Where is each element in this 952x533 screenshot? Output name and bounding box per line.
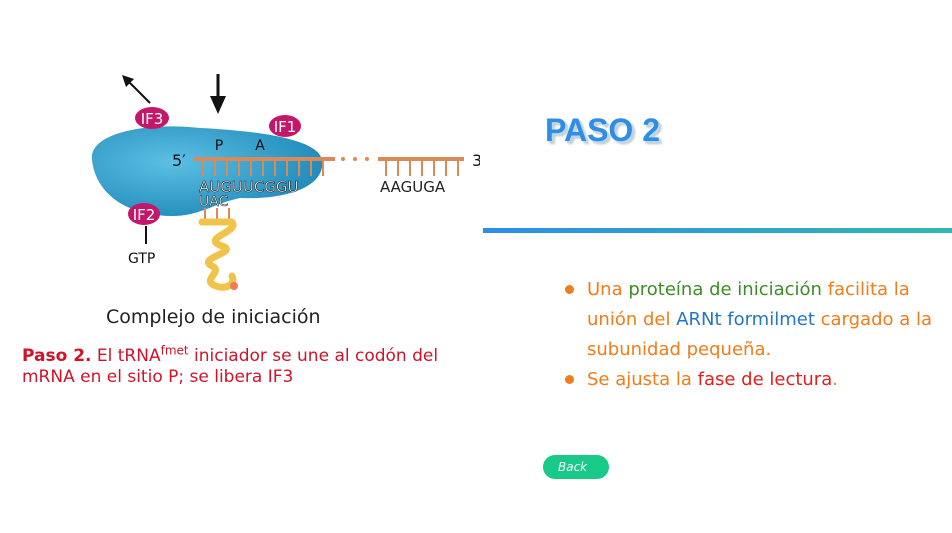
bullet-item: Se ajusta la fase de lectura. (565, 365, 945, 395)
anticodon-label: UAC (199, 194, 229, 210)
back-button[interactable]: Back (543, 455, 609, 479)
trna-molecule (198, 208, 238, 291)
site-p-label: P (215, 138, 223, 154)
if3-factor: IF3 (135, 107, 169, 129)
step-text-2: iniciador se une al codón del mRNA en el… (22, 346, 439, 387)
mrna-sequence: AUGUUCGGU (199, 178, 299, 196)
release-arrow-icon (122, 75, 151, 104)
step-description: Paso 2. El tRNAfmet iniciador se une al … (22, 343, 482, 388)
bullet-text: cargado a la subunidad pequeña. (587, 309, 933, 360)
bullet-highlight: ARNt formilmet (676, 309, 815, 330)
bullet-text: Se ajusta la (587, 369, 698, 390)
three-prime-label: 3′ (472, 151, 480, 170)
bullet-text: facilita la unión del (587, 279, 910, 330)
bullet-dot-icon (565, 285, 574, 294)
bullet-item: Una proteína de iniciación facilita la u… (565, 275, 945, 365)
five-prime-label: 5′ (172, 151, 186, 170)
svg-text:IF1: IF1 (274, 118, 297, 136)
figure-caption: Complejo de iniciación (106, 306, 321, 328)
if2-factor: IF2 (128, 203, 160, 225)
slide-title: PASO 2 (545, 112, 660, 148)
if1-factor: IF1 (269, 115, 301, 137)
step-superscript: fmet (160, 343, 189, 358)
bullet-list: Una proteína de iniciación facilita la u… (565, 275, 945, 395)
bullet-text: Una (587, 279, 629, 300)
step-label: Paso 2. (22, 346, 92, 366)
mrna-tail-sequence: AAGUGA (380, 178, 446, 196)
bullet-text: . (832, 369, 838, 390)
initiation-complex-figure: IF3 IF1 IF2 P A 5′ 3′ AUGUUCGGU AAGUGA U… (91, 74, 480, 291)
gtp-label: GTP (128, 251, 155, 267)
title-divider (483, 228, 952, 233)
step-text-1: El tRNA (91, 346, 161, 366)
mrna-strand (194, 157, 464, 176)
down-arrow-icon (210, 74, 226, 114)
bullet-highlight: fase de lectura (697, 369, 833, 390)
ribosome-small-subunit (91, 126, 323, 216)
bullet-highlight: proteína de iniciación (628, 279, 822, 300)
bullet-dot-icon (565, 375, 574, 384)
site-a-label: A (255, 138, 265, 154)
svg-text:IF3: IF3 (141, 110, 164, 128)
svg-text:IF2: IF2 (133, 206, 156, 224)
